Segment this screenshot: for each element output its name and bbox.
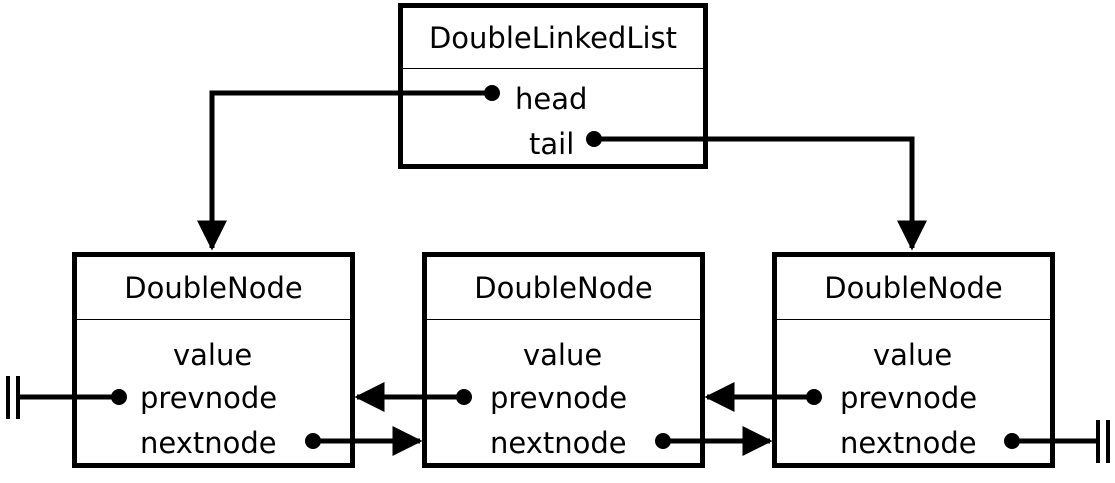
prevnode-field-2: prevnode	[490, 381, 628, 415]
nextnode-field-1: nextnode	[140, 426, 277, 460]
double-node-box-1: DoubleNode value prevnode nextnode	[72, 252, 355, 468]
head-pointer-dot	[484, 85, 500, 101]
head-pointer	[197, 85, 500, 251]
value-field-1: value	[173, 338, 253, 372]
node1-prev-null-pointer	[6, 376, 127, 419]
double-node-box-2: DoubleNode value prevnode nextnode	[422, 252, 705, 468]
double-node-title-1: DoubleNode	[77, 257, 350, 320]
prevnode-field-1: prevnode	[140, 381, 278, 415]
prevnode-field-3: prevnode	[840, 381, 978, 415]
node2-next-pointer	[655, 426, 773, 456]
double-node-title-2: DoubleNode	[427, 257, 700, 320]
node2-prev-pointer	[354, 382, 472, 412]
value-field-3: value	[873, 338, 953, 372]
value-field-2: value	[523, 338, 603, 372]
tail-field: tail	[529, 127, 575, 161]
tail-pointer-dot	[586, 131, 602, 147]
double-linked-list-box: DoubleLinkedList head tail	[398, 3, 708, 169]
nextnode-field-3: nextnode	[840, 426, 977, 460]
double-node-box-3: DoubleNode value prevnode nextnode	[772, 252, 1055, 468]
node3-prev-pointer	[704, 382, 822, 412]
tail-pointer	[586, 131, 927, 251]
node3-next-null-pointer	[1004, 420, 1110, 463]
head-field: head	[515, 82, 588, 116]
node1-next-pointer	[305, 426, 423, 456]
double-linked-list-title: DoubleLinkedList	[403, 8, 703, 69]
nextnode-field-2: nextnode	[490, 426, 627, 460]
double-node-title-3: DoubleNode	[777, 257, 1050, 320]
